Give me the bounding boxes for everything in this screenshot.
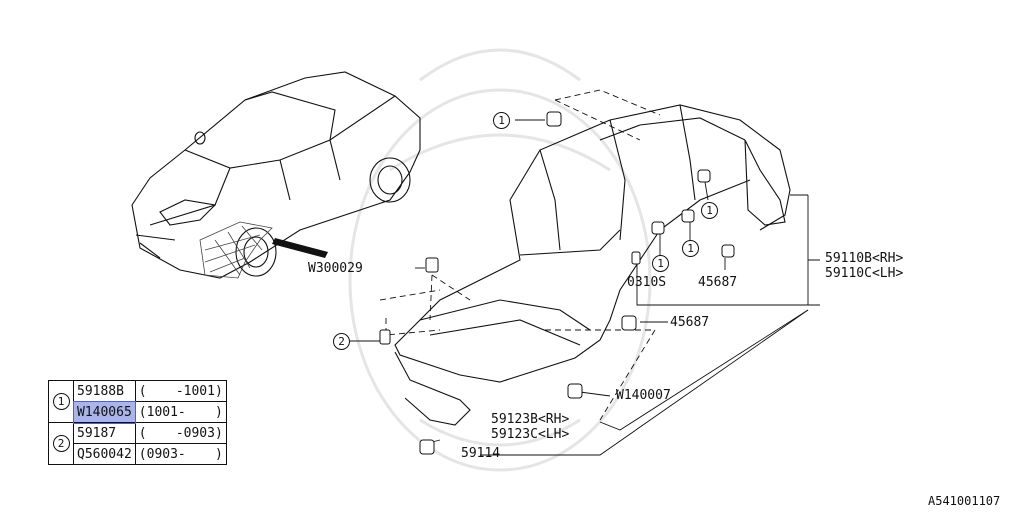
range-cell: (0903-)	[134, 443, 227, 465]
range-cell: (-0903)	[134, 422, 227, 444]
fasteners	[379, 111, 735, 455]
label-59110c[interactable]: 59110C<LH>	[825, 266, 904, 281]
table-row: 2 59187 (-0903)	[48, 422, 227, 465]
diagram-code: A541001107	[928, 494, 1001, 508]
label-45687[interactable]: 45687	[698, 275, 738, 290]
mudguard-assembly	[394, 104, 791, 426]
parts-table: 1 59188B (-1001) W140065 (1001-) 2 59187…	[48, 380, 227, 465]
callout-1: 1	[682, 240, 699, 257]
leader-lines	[350, 89, 820, 456]
callout-1: 1	[701, 202, 718, 219]
ref-cell: 2	[48, 422, 74, 465]
range-cell: (-1001)	[134, 380, 227, 402]
table-row: W140065 (1001-)	[49, 400, 227, 424]
label-59123b[interactable]: 59123B<RH>	[491, 412, 570, 427]
part-number-cell[interactable]: 59188B	[73, 380, 136, 402]
label-w140007[interactable]: W140007	[616, 388, 671, 403]
label-45687[interactable]: 45687	[670, 315, 710, 330]
part-number-cell[interactable]: 59187	[73, 422, 136, 444]
label-59114[interactable]: 59114	[461, 446, 501, 461]
label-0310s[interactable]: 0310S	[627, 275, 667, 290]
ref-cell: 1	[48, 380, 74, 423]
pointer-arrow	[272, 238, 328, 258]
callout-1: 1	[652, 255, 669, 272]
label-w300029[interactable]: W300029	[308, 261, 363, 276]
label-59110b[interactable]: 59110B<RH>	[825, 251, 904, 266]
wheel-well-highlight	[199, 221, 273, 279]
callout-2: 2	[333, 333, 350, 350]
car-illustration	[131, 71, 421, 279]
callout-1: 1	[493, 112, 510, 129]
range-cell: (1001-)	[134, 401, 227, 423]
table-row: Q560042 (0903-)	[49, 443, 227, 465]
part-number-cell-selected[interactable]: W140065	[72, 400, 137, 424]
table-row: 1 59188B (-1001)	[48, 380, 227, 423]
part-number-cell[interactable]: Q560042	[73, 443, 136, 465]
label-59123c[interactable]: 59123C<LH>	[491, 427, 570, 442]
